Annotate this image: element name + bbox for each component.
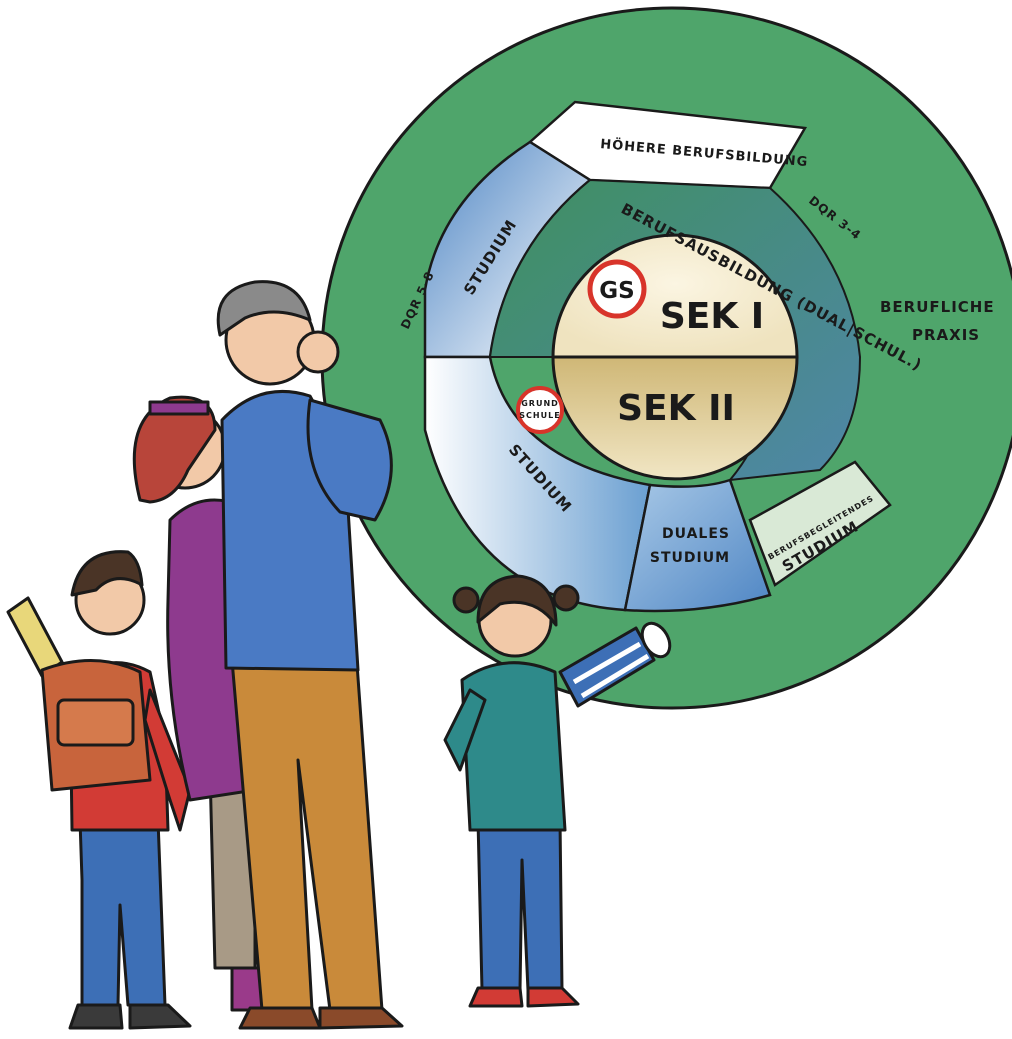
duales-divider-left xyxy=(624,484,651,611)
gs-badge: GS xyxy=(587,259,647,319)
duales-label-line2: STUDIUM xyxy=(650,550,730,566)
gs-label: GS xyxy=(599,278,634,304)
sek2-label: SEK II xyxy=(617,388,735,429)
duales-divider-right xyxy=(729,479,771,596)
duales-label-line1: DUALES xyxy=(662,526,730,542)
girl-figure xyxy=(443,574,672,1008)
sek1-label: SEK I xyxy=(660,296,764,337)
man-figure xyxy=(216,280,404,1030)
grundschule-badge: GRUND SCHULE xyxy=(516,386,564,434)
berufliche-label: BERUFLICHE xyxy=(880,298,995,316)
duales-studium-wedge xyxy=(623,478,772,613)
boy-figure xyxy=(6,550,192,1030)
praxis-label: PRAXIS xyxy=(912,326,980,344)
telescope-icon xyxy=(558,621,672,708)
grundschule-label-line2: SCHULE xyxy=(519,411,560,420)
education-disc: GS GRUND SCHULE SEK I SEK II HÖHERE BERU… xyxy=(320,6,1012,710)
ruler-icon xyxy=(6,596,64,678)
sek2-half xyxy=(551,355,799,481)
berufsbegleitendes-studium-tab xyxy=(748,460,892,587)
grundschule-label-line1: GRUND xyxy=(521,399,559,408)
